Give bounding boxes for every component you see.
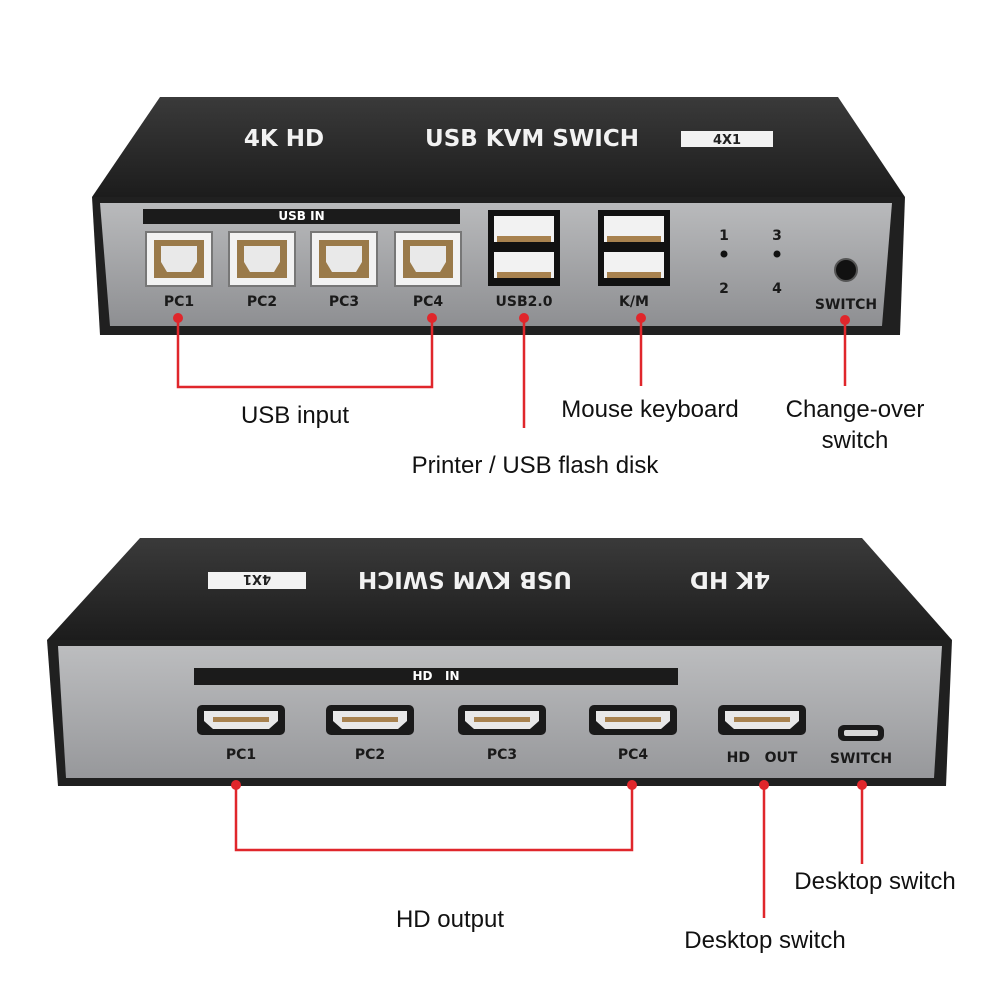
svg-text:USB KVM SWICH: USB KVM SWICH [358,566,572,592]
hdmi-label-hd-out: HD OUT [726,750,798,766]
led-label-2: 2 [719,281,729,297]
svg-text:4X1: 4X1 [243,571,271,586]
usb-b-port-group [145,231,462,287]
svg-text:USB KVM SWICH: USB KVM SWICH [425,126,639,152]
svg-text:4K HD: 4K HD [244,126,324,152]
usb-in-strip-label: USB IN [278,209,325,223]
switch-label-rear: SWITCH [829,751,893,767]
usb-kvm-switch-front-panel: 4K HD USB KVM SWICH 4X1 USB IN PC1 PC2 P… [92,97,925,479]
hdmi-label-pc2: PC2 [354,747,386,763]
svg-text:4K HD: 4K HD [690,566,770,592]
hdmi-label-pc3: PC3 [486,747,518,763]
led-label-1: 1 [719,228,729,244]
hd-in-strip-label: HD IN [412,669,460,683]
callout-desktop-switch: Desktop switch [794,868,956,895]
callout-change-over: Change-over [785,396,925,423]
svg-text:4X1: 4X1 [713,133,741,148]
callout-usb-input: USB input [240,402,350,429]
callout-mouse-keyboard: Mouse keyboard [561,396,739,423]
switch-label-top: SWITCH [814,297,878,313]
hdmi-label-pc4: PC4 [617,747,649,763]
callout-printer-usb-flash: Printer / USB flash disk [411,452,659,479]
rear-device-body: 4K HD USB KVM SWICH 4X1 [47,538,952,918]
port-label-pc1: PC1 [163,294,195,310]
port-label-pc3: PC3 [328,294,360,310]
callout-change-over-switch: switch [821,427,889,454]
led-label-3: 3 [772,228,782,244]
port-label-km: K/M [619,294,649,310]
usb-kvm-switch-rear-panel: 4K HD USB KVM SWICH 4X1 HD IN PC1 PC2 PC… [0,500,1000,1000]
led-label-4: 4 [772,281,782,297]
front-device-body: 4K HD USB KVM SWICH 4X1 [92,97,905,428]
callout-hd-output: HD output [395,906,505,933]
port-label-pc4: PC4 [412,294,444,310]
port-label-pc2: PC2 [246,294,278,310]
hdmi-label-pc1: PC1 [225,747,257,763]
port-label-usb2: USB2.0 [495,294,553,310]
callout-desktop-switch-hd-out: Desktop switch [684,927,846,954]
